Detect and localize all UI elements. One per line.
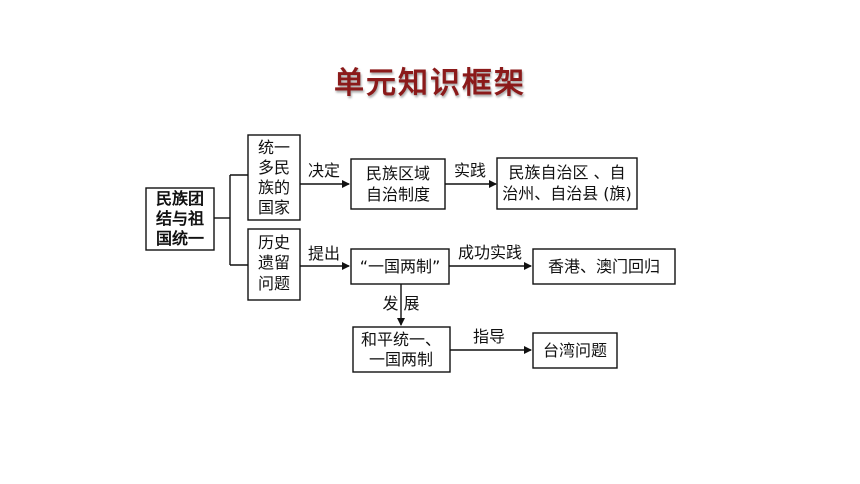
node-unified-country: 统一 多民 族的 国家 — [247, 134, 301, 221]
edge-label-guide: 指导 — [473, 327, 505, 346]
svg-text:民族区域: 民族区域 — [366, 164, 430, 183]
svg-text:民族自治区 、自: 民族自治区 、自 — [508, 163, 625, 182]
node-hk-macau-return: 香港、澳门回归 — [532, 248, 676, 285]
connectors — [214, 174, 248, 266]
svg-text:民族团: 民族团 — [156, 189, 204, 208]
edge-label-practice: 实践 — [454, 161, 486, 180]
svg-text:香港、澳门回归: 香港、澳门回归 — [548, 257, 660, 276]
svg-text:多民: 多民 — [258, 158, 290, 177]
edge-label-success: 成功实践 — [458, 243, 522, 262]
node-history-issues: 历史 遗留 问题 — [247, 228, 301, 301]
edge-label-develop: 发 展 — [382, 294, 419, 313]
edge-label-decide: 决定 — [308, 161, 340, 180]
svg-text:治州、自治县 (旗): 治州、自治县 (旗) — [502, 184, 632, 203]
svg-text:族的: 族的 — [258, 178, 290, 197]
svg-text:一国两制: 一国两制 — [369, 350, 433, 369]
node-one-country-two-systems: “一国两制” — [350, 248, 450, 285]
svg-text:统一: 统一 — [258, 138, 290, 157]
svg-text:和平统一、: 和平统一、 — [361, 330, 441, 349]
page-title: 单元知识框架 — [334, 66, 526, 101]
edge-label-propose: 提出 — [308, 244, 340, 263]
node-peaceful-unification: 和平统一、 一国两制 — [352, 326, 451, 373]
svg-text:问题: 问题 — [258, 274, 290, 293]
svg-text:结与祖: 结与祖 — [155, 209, 204, 228]
svg-text:自治制度: 自治制度 — [366, 185, 430, 204]
svg-text:“一国两制”: “一国两制” — [360, 257, 441, 276]
svg-text:台湾问题: 台湾问题 — [543, 341, 607, 360]
svg-text:遗留: 遗留 — [258, 253, 290, 272]
node-autonomous-areas: 民族自治区 、自 治州、自治县 (旗) — [496, 157, 638, 210]
svg-text:国统一: 国统一 — [156, 229, 204, 248]
node-taiwan-issue: 台湾问题 — [532, 332, 618, 369]
node-root: 民族团 结与祖 国统一 — [145, 187, 215, 251]
svg-text:历史: 历史 — [258, 233, 290, 252]
node-regional-autonomy: 民族区域 自治制度 — [350, 158, 446, 210]
svg-text:国家: 国家 — [258, 198, 290, 217]
